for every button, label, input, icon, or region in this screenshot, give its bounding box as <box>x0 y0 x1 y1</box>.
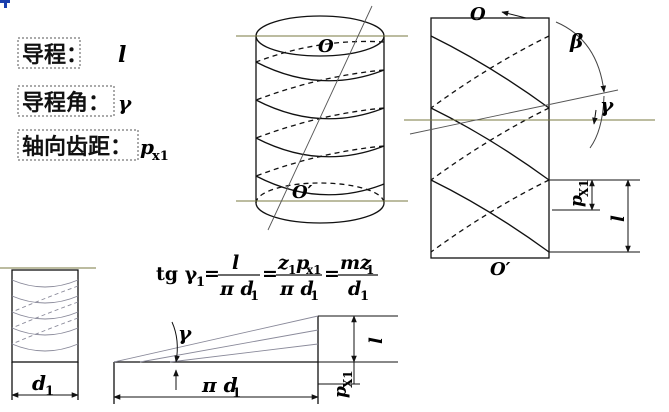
triangle-angle-arc <box>171 321 180 363</box>
formula-frac2-num-p: p <box>296 252 310 274</box>
beta-arc <box>555 21 607 93</box>
formula-frac3-num-sub: 1 <box>366 263 374 277</box>
unrolled-inclined-line <box>409 89 619 135</box>
formula-frac3-den: d <box>348 278 361 300</box>
formula-eq-1: = <box>204 263 220 285</box>
unrolled-top-point-label: O <box>470 4 486 25</box>
formula-eq-3: = <box>324 263 340 285</box>
label-lead: 导程： l <box>17 37 126 69</box>
svg-text:π d: π d <box>201 373 238 397</box>
svg-text:1: 1 <box>232 386 241 401</box>
diameter-label: d 1 <box>32 371 54 399</box>
formula-frac1-den-sub: 1 <box>250 289 259 304</box>
axial-pitch-subscript: x1 <box>152 149 169 164</box>
svg-text:1: 1 <box>45 384 54 399</box>
unrolled-dimensions <box>549 179 640 253</box>
triangle-lead-label: l <box>366 337 387 344</box>
svg-text:X1: X1 <box>577 179 591 197</box>
formula-lhs-sub: 1 <box>196 275 205 290</box>
svg-text:X1: X1 <box>341 370 355 388</box>
cylinder-bottom-point-label: O′ <box>292 182 313 203</box>
svg-text:p: p <box>567 195 587 207</box>
triangle-pitch-label: p X1 <box>331 370 355 398</box>
axial-pitch-label-text: 轴向齿距： <box>22 134 132 160</box>
unrolled-pitch-label: p X1 <box>567 179 591 207</box>
label-lead-angle: 导程角： γ <box>17 85 132 117</box>
lead-angle-formula: tg γ 1 = l π d 1 = z 1 p x1 π d 1 = mz 1… <box>156 252 378 304</box>
label-axial-pitch: 轴向齿距： p x1 <box>17 129 169 164</box>
beta-label: β <box>569 29 583 53</box>
small-cylinder-threads <box>11 279 79 352</box>
formula-eq-2: = <box>262 263 278 285</box>
formula-frac3-den-sub: 1 <box>360 289 369 304</box>
corner-tick-icon <box>4 0 7 8</box>
lead-label-text: 导程： <box>22 43 88 68</box>
formula-frac2-den-sub: 1 <box>310 289 319 304</box>
gamma-label-right: γ <box>600 93 614 117</box>
unrolled-lead-label: l <box>608 215 629 222</box>
lead-symbol: l <box>118 42 126 68</box>
formula-frac1-num: l <box>232 252 239 274</box>
formula-frac3-num: mz <box>340 252 372 274</box>
formula-lhs: tg γ <box>156 263 198 285</box>
cylinder-top-point-label: O <box>318 36 334 57</box>
triangle-base-label: π d 1 <box>201 373 241 401</box>
unrolled-bottom-point-label: O′ <box>490 259 511 280</box>
svg-text:p: p <box>331 386 351 398</box>
formula-frac2-num-z-sub: 1 <box>288 263 296 277</box>
lead-angle-label-text: 导程角： <box>22 90 110 116</box>
formula-frac2-num-p-sub: x1 <box>306 263 322 277</box>
unrolled-helix-view <box>430 17 550 259</box>
formula-frac2-den: π d <box>279 278 314 300</box>
axial-pitch-symbol: p <box>140 135 154 159</box>
o-arrow <box>501 10 527 19</box>
formula-frac2-num-z: z <box>277 252 290 274</box>
cylinder-generatrix-line <box>267 5 373 231</box>
gamma-arc <box>589 95 605 149</box>
lead-angle-symbol: γ <box>118 91 132 115</box>
triangle-angle-label: γ <box>178 321 192 345</box>
formula-frac1-den: π d <box>219 278 254 300</box>
svg-text:d: d <box>32 371 46 395</box>
triangle-helix-lines <box>113 315 319 363</box>
gamma-arrow <box>592 109 598 125</box>
